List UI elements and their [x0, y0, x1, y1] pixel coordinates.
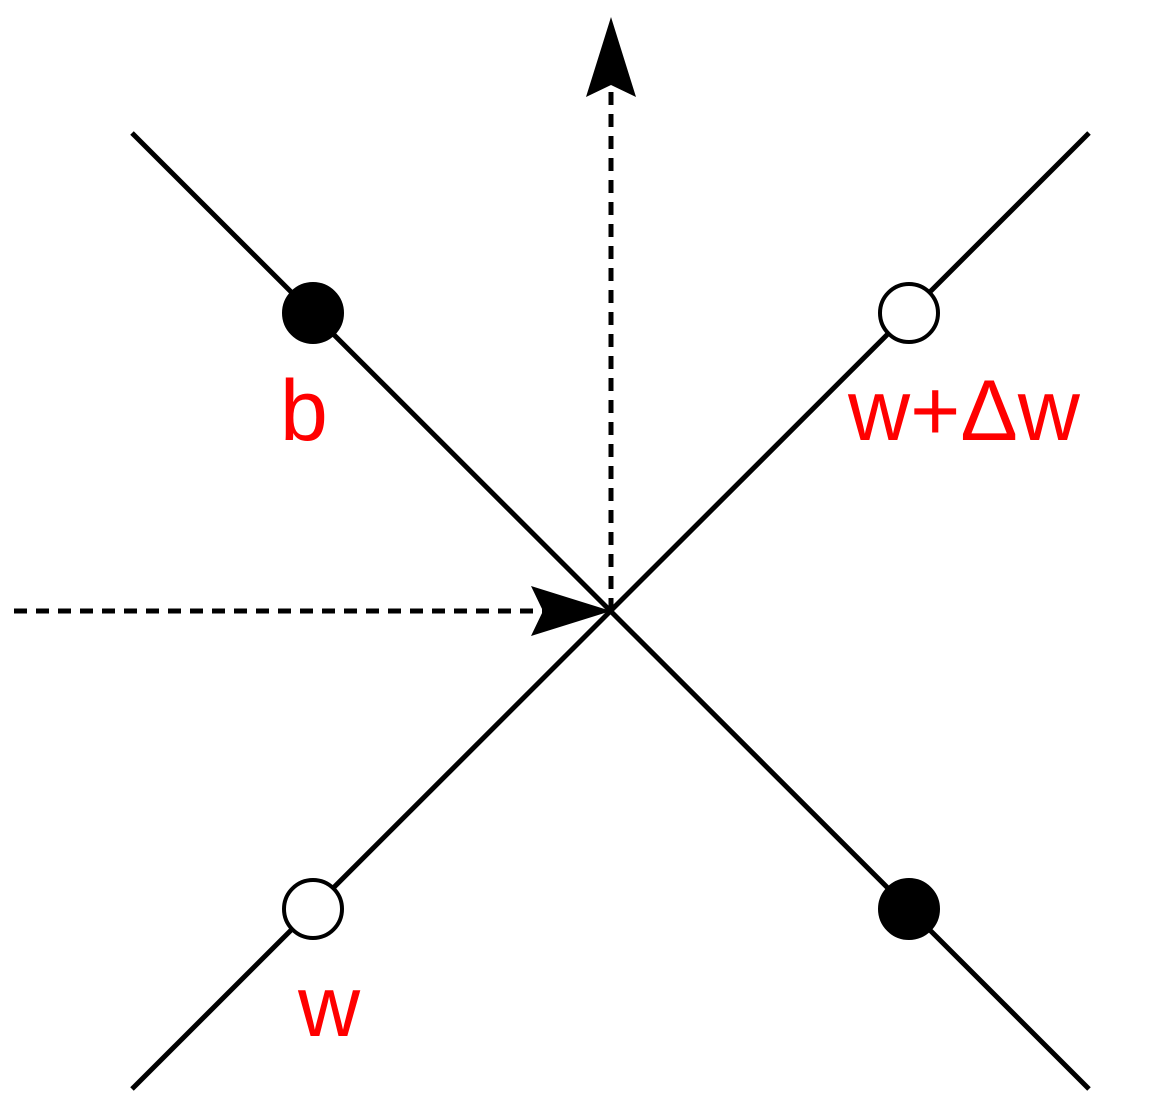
filled-vertex-top-left	[282, 282, 344, 344]
open-vertex-bottom-left	[282, 878, 344, 940]
label-w: w	[297, 959, 361, 1055]
filled-vertex-bottom-right	[878, 878, 940, 940]
open-vertex-top-right	[878, 282, 940, 344]
label-b: b	[280, 363, 328, 459]
label-w-plus-delta-w: w+Δw	[847, 363, 1081, 459]
